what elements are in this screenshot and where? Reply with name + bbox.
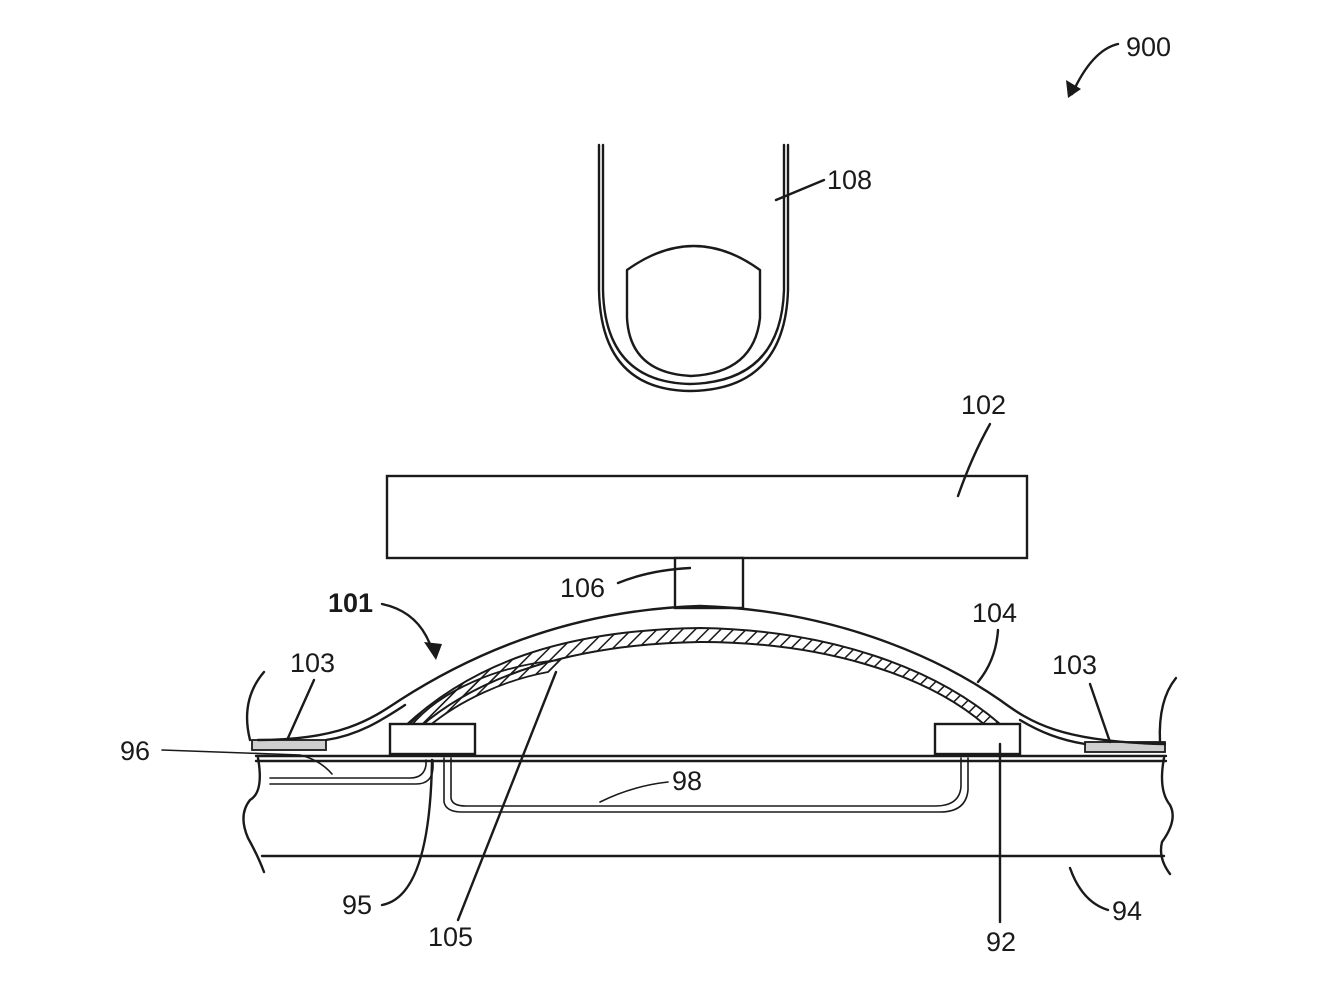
leader-101 [380,602,434,652]
edge-right [1158,676,1178,744]
label-92: 92 [986,927,1016,957]
leader-98 [599,781,669,803]
label-104: 104 [972,598,1017,628]
edge-left [245,670,266,742]
trace-98 [443,757,969,813]
label-108: 108 [827,165,872,195]
dome [256,604,1167,746]
cover-plate [385,474,1029,560]
conductive-layer-left-end [408,658,563,728]
leader-102 [956,422,992,498]
leader-96 [161,749,333,775]
label-96: 96 [120,736,150,766]
substrate [242,754,1174,876]
plunger [673,556,745,610]
finger [597,143,790,393]
label-103-left: 103 [290,648,335,678]
label-102: 102 [961,390,1006,420]
trace-98-inner [450,757,962,807]
leader-103-left [286,678,316,740]
trace-96 [269,759,427,779]
contact-95-pad [388,722,477,756]
leader-105 [456,670,558,922]
leader-104 [976,628,1000,684]
leader-103-right [1088,682,1112,744]
leader-106 [616,566,692,585]
label-101: 101 [328,588,373,618]
leader-101-arrowhead [424,642,442,660]
figure-number-arrow [1070,42,1120,96]
label-105: 105 [428,922,473,952]
trace-96-inner [269,759,434,785]
leader-108 [774,178,826,202]
dome-lower-edge-right [1018,718,1087,746]
label-94: 94 [1112,896,1142,926]
figure-number: 900 [1126,32,1171,62]
adhesive-left [251,739,327,751]
label-98: 98 [672,766,702,796]
fingernail [625,244,762,378]
dome-lower-edge-left [324,703,407,742]
figure-number-group: 900 [1066,32,1171,98]
label-106: 106 [560,573,605,603]
label-103-right: 103 [1052,650,1097,680]
leader-95 [380,758,434,907]
figure-number-arrowhead [1066,80,1081,98]
label-95: 95 [342,890,372,920]
leader-94 [1068,866,1110,912]
contact-92-pad [933,722,1022,756]
